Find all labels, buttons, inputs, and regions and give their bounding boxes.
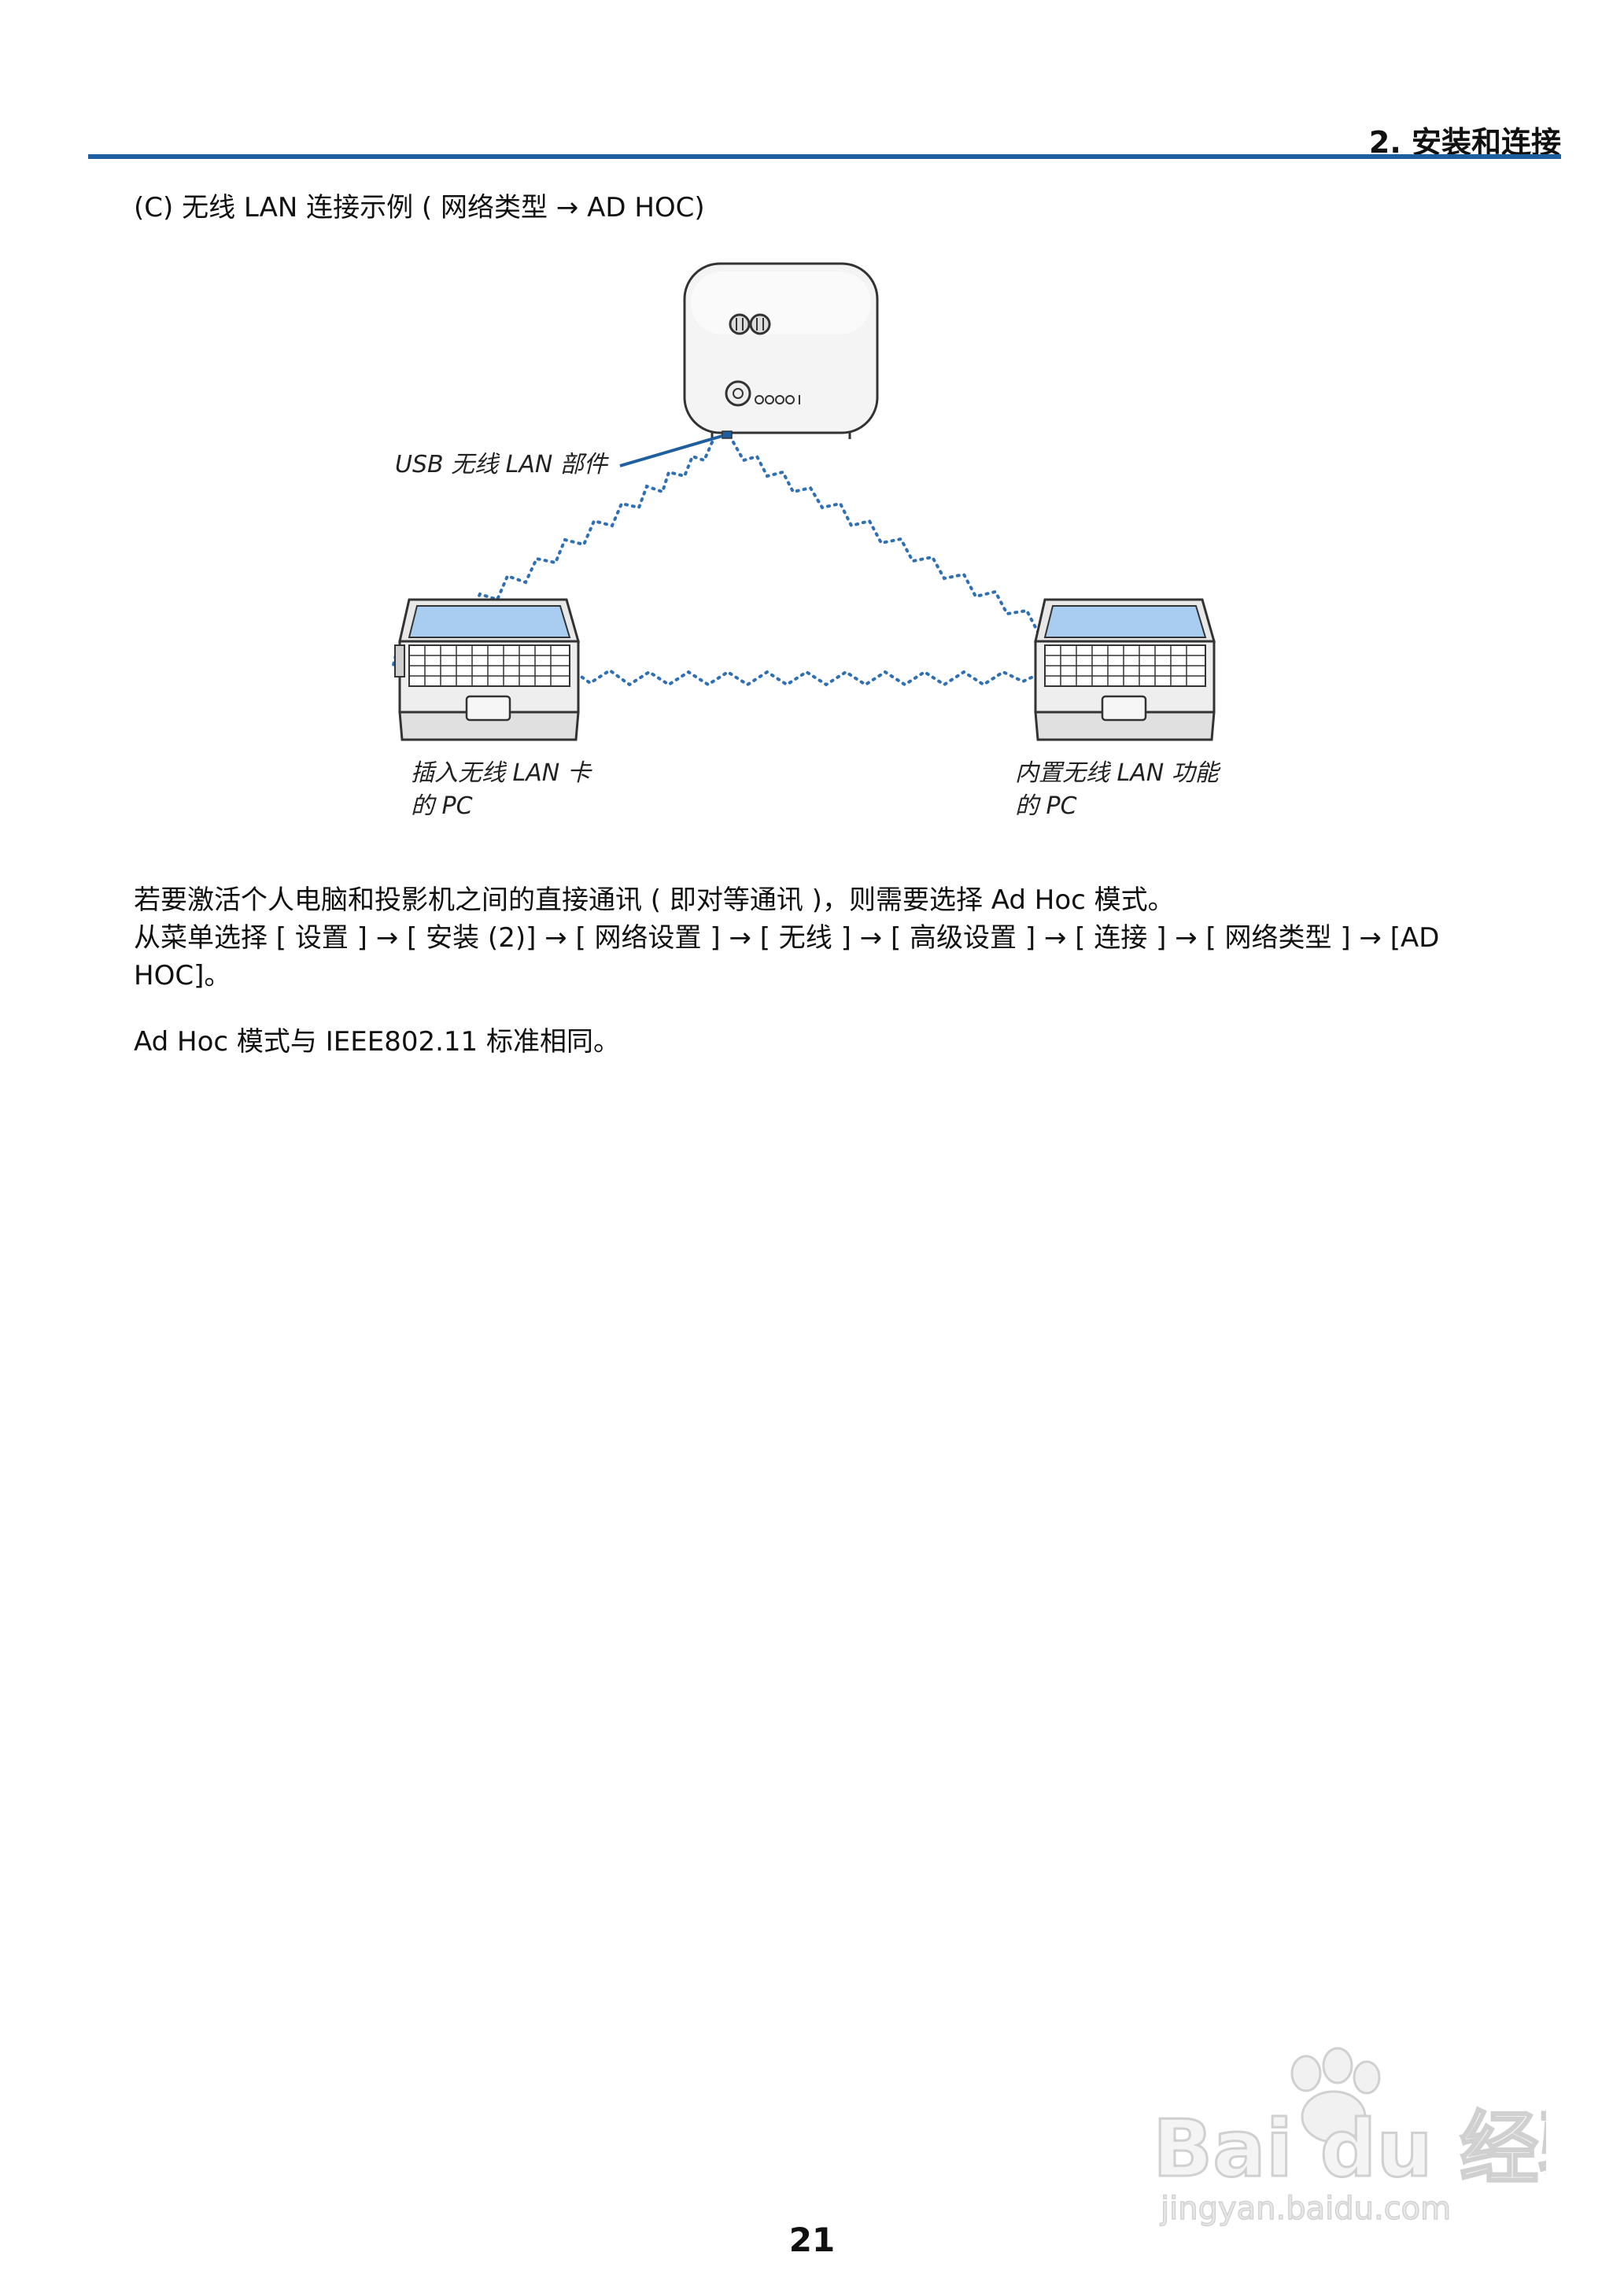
right-pc-label-line1: 内置无线 LAN 功能 xyxy=(1015,759,1221,787)
usb-leader-line xyxy=(619,434,723,467)
section-heading: (C) 无线 LAN 连接示例 ( 网络类型 → AD HOC) xyxy=(134,192,705,223)
body-paragraph-2-line1: 从菜单选择 [ 设置 ] → [ 安装 (2)] → [ 网络设置 ] → [ … xyxy=(134,922,1440,954)
body-paragraph-2-line2: HOC]。 xyxy=(134,960,231,991)
signal-projector-right xyxy=(732,441,1083,654)
watermark-logo: Bai du 经验 xyxy=(1153,2103,1546,2195)
header-title: 2. 安装和连接 xyxy=(1368,125,1561,160)
adhoc-diagram: USB 无线 LAN 部件 xyxy=(392,262,1221,820)
body-paragraph-3: Ad Hoc 模式与 IEEE802.11 标准相同。 xyxy=(134,1026,620,1058)
baidu-watermark: Bai du 经验 jingyan.baidu.com xyxy=(1152,2047,1546,2228)
left-pc-label-line2: 的 PC xyxy=(411,792,473,820)
right-pc-label-line2: 的 PC xyxy=(1015,792,1077,820)
usb-label: USB 无线 LAN 部件 xyxy=(395,451,610,478)
signal-left-right xyxy=(549,666,1048,687)
lan-card xyxy=(394,644,405,678)
body-paragraph-1: 若要激活个人电脑和投影机之间的直接通讯 ( 即对等通讯 )，则需要选择 Ad H… xyxy=(134,884,1175,916)
left-pc-label-line1: 插入无线 LAN 卡 xyxy=(411,759,593,787)
right-laptop xyxy=(1034,598,1216,741)
header-rule xyxy=(88,154,1561,159)
paw-icon xyxy=(1290,2047,1381,2143)
page-number: 21 xyxy=(788,2221,836,2259)
projector xyxy=(683,262,879,439)
watermark-url: jingyan.baidu.com xyxy=(1160,2191,1451,2227)
left-laptop xyxy=(394,598,580,741)
